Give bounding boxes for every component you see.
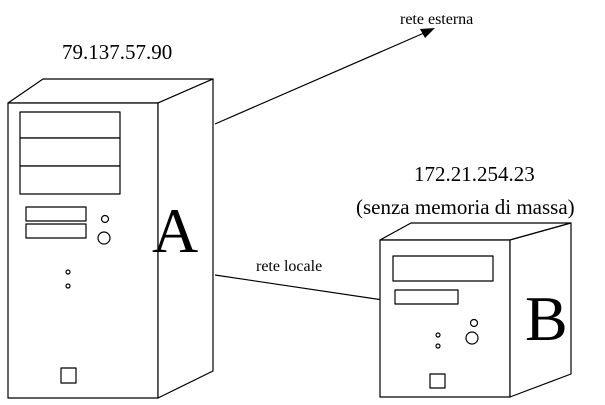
computer-b-letter: B — [525, 283, 568, 354]
external-network-link — [214, 28, 435, 125]
computer-a-letter: A — [152, 195, 198, 266]
computer-b-tower-icon — [379, 222, 572, 398]
local-network-label: rete locale — [256, 258, 322, 275]
external-network-label: rete esterna — [400, 11, 473, 28]
computer-b-ip: 172.21.254.23 — [414, 162, 535, 186]
arrowhead-icon — [420, 28, 435, 38]
computer-a-ip: 79.137.57.90 — [62, 40, 172, 64]
local-network-link — [214, 274, 384, 301]
computer-a-tower-icon — [7, 78, 214, 399]
computer-b-note: (senza memoria di massa) — [356, 195, 575, 219]
